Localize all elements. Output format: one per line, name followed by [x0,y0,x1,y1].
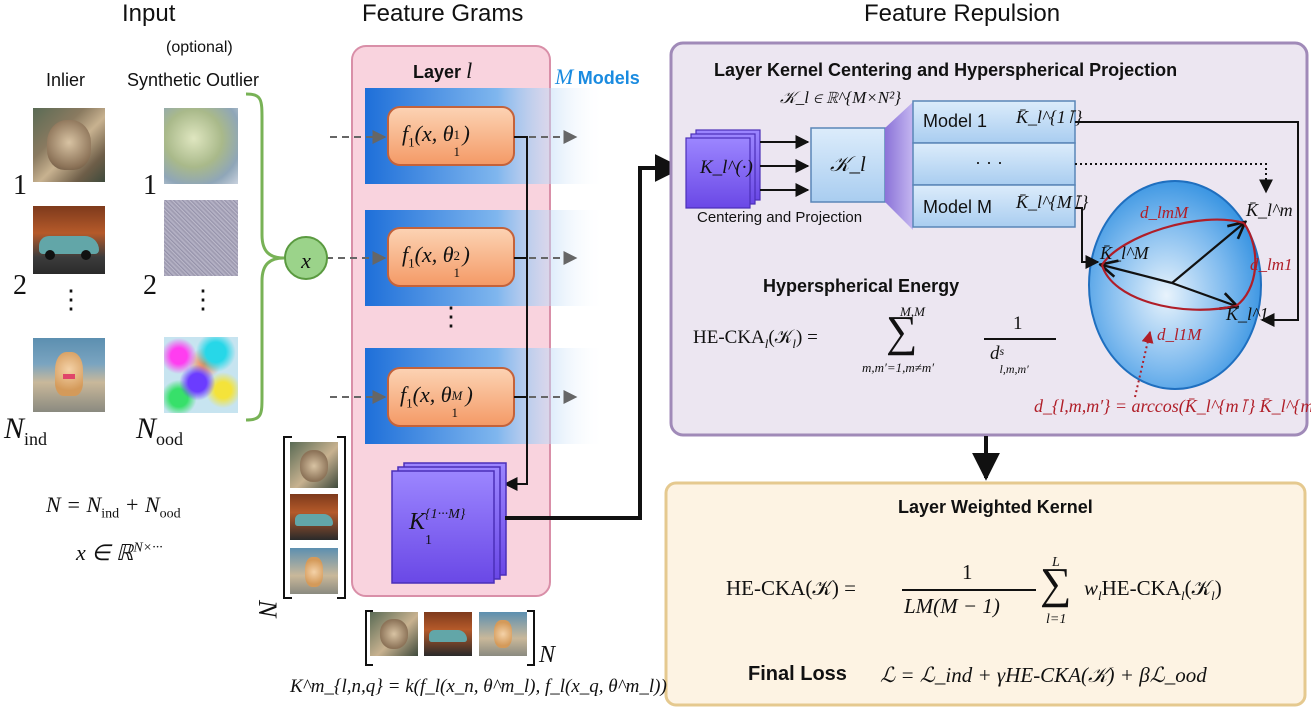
vector-kM [1102,265,1173,285]
models-label: M Models [555,64,640,89]
weighted-frac-bar [902,589,1036,591]
outlier-plasma-image [164,337,238,413]
outlier-noise-image [164,200,238,276]
batch-bracket-horizontal [365,610,535,666]
inlier-dog-image [33,338,105,412]
weighted-panel [664,481,1307,707]
kernel-stack-label: K{1···M}1 [409,507,466,548]
weighted-sum-sign: ∑ [1040,559,1072,608]
sphere-label-kM: K̄_l^M [1100,243,1149,263]
batch-dog-image [290,548,338,594]
batch-n-horizontal: N [539,642,556,668]
model-dots: · · · [975,152,1003,172]
batch-row-cat-image [370,612,418,656]
he-sum-top: M,M [900,304,925,319]
feature-repulsion-title: Feature Repulsion [864,0,1061,27]
inlier-cat-image [33,108,105,182]
batch-n-vertical: N [253,600,282,618]
outlier-index-2: 2 [143,270,157,301]
sphere-label-km: K̄_l^m [1246,200,1293,220]
n-ind-label: Nind [4,412,48,449]
geodesic-lmM [1101,218,1245,266]
k-cal-box [810,127,886,203]
final-loss-formula: ℒ = ℒ_ind + γHE-CKA(𝒦) + βℒ_ood [880,663,1207,687]
model-row-dots [912,142,1076,186]
repulsion-box-title: Layer Kernel Centering and Hyperspherica… [714,60,1178,80]
projection-fan [885,102,913,230]
inlier-index-2: 2 [13,270,27,301]
wire-modelM-to-kM [1075,207,1100,269]
x-node [284,236,328,280]
weighted-sum-bottom: l=1 [1046,612,1067,627]
input-brace [245,92,285,422]
he-formula-lhs: HE-CKAl(𝒦l) = [693,327,818,351]
k-stack-label: K_l^(·) [700,157,753,178]
feature-vdots: ⋮ [438,302,464,331]
weighted-sum-top: L [1052,555,1060,570]
he-title: Hyperspherical Energy [763,276,960,296]
kernel-definition: K^m_{l,n,q} = k(f_l(x_n, θ^m_l), f_l(x_q… [290,676,667,697]
geodesic-l1M [1100,264,1237,311]
outlier-blur-image [164,108,238,184]
geodesic-lm1 [1235,222,1257,307]
inlier-index-1: 1 [13,170,27,201]
weighted-title: Layer Weighted Kernel [898,497,1093,517]
model-1-kernel: K̄_l^{1⊺} [1016,107,1083,127]
distance-l1M: d_l1M [1157,325,1202,344]
batch-bracket-vertical [283,436,346,599]
kernel-to-repulsion-arrow [505,154,683,520]
input-title: Input [122,0,176,27]
wire-model1-to-k1 [1075,121,1299,327]
outlier-label: Synthetic Outlier [127,70,260,90]
inlier-car-image [33,206,105,274]
layer-label: Layer l [413,58,473,83]
final-loss-label: Final Loss [748,663,847,685]
model-m-kernel: K̄_l^{M⊺} [1016,192,1089,212]
he-sum-bottom: m,m′=1,m≠m′ [862,360,935,375]
x-node-label: x [301,248,311,273]
batch-car-image [290,494,338,540]
model-1-label: Model 1 [923,111,988,131]
outlier-index-1: 1 [143,170,157,201]
model-m-label: Model M [923,197,993,217]
optional-label: (optional) [166,39,233,56]
kernel-stack-front [391,470,495,584]
feature-grams-title: Feature Grams [362,0,524,27]
weighted-frac-den: LM(M − 1) [904,594,1000,618]
k-cal-label: 𝒦_l [830,152,866,176]
distance-definition: d_{l,m,m′} = arccos(K̄_l^{m⊺} K̄_l^{m′}) [1034,396,1311,416]
batch-row-dog-image [479,612,527,656]
weighted-lhs: HE-CKA(𝒦) = [726,576,856,600]
x-domain-equation: x ∈ ℝN×··· [76,540,163,565]
small-kernel-stack-front [685,137,751,209]
inlier-label: Inlier [46,70,86,90]
he-frac-bar [984,338,1056,340]
sphere-label-k1: K̄_l^1 [1226,304,1269,324]
vector-k1 [1171,281,1236,306]
weighted-frac-num: 1 [962,560,973,584]
n-ood-label: Nood [136,412,184,449]
distance-lmM: d_lmM [1140,203,1189,222]
k-space-label: 𝒦_l ∈ ℝ^{M×N²} [780,88,902,107]
wire-to-kernel [503,136,528,491]
n-equation: N = Nind + Nood [46,492,181,522]
batch-row-car-image [424,612,472,656]
vector-km [1171,223,1244,284]
model-row-m [912,184,1076,228]
he-sum-sign: ∑ [886,307,918,356]
batch-cat-image [290,442,338,488]
distance-lm1: d_lm1 [1250,255,1293,274]
centering-label: Centering and Projection [697,209,863,226]
weighted-rhs: wlHE-CKAl(𝒦l) [1084,576,1222,604]
he-frac-num: 1 [1013,313,1023,334]
distance-pointer [1134,330,1154,398]
wire-dots-to-km [1075,163,1273,194]
